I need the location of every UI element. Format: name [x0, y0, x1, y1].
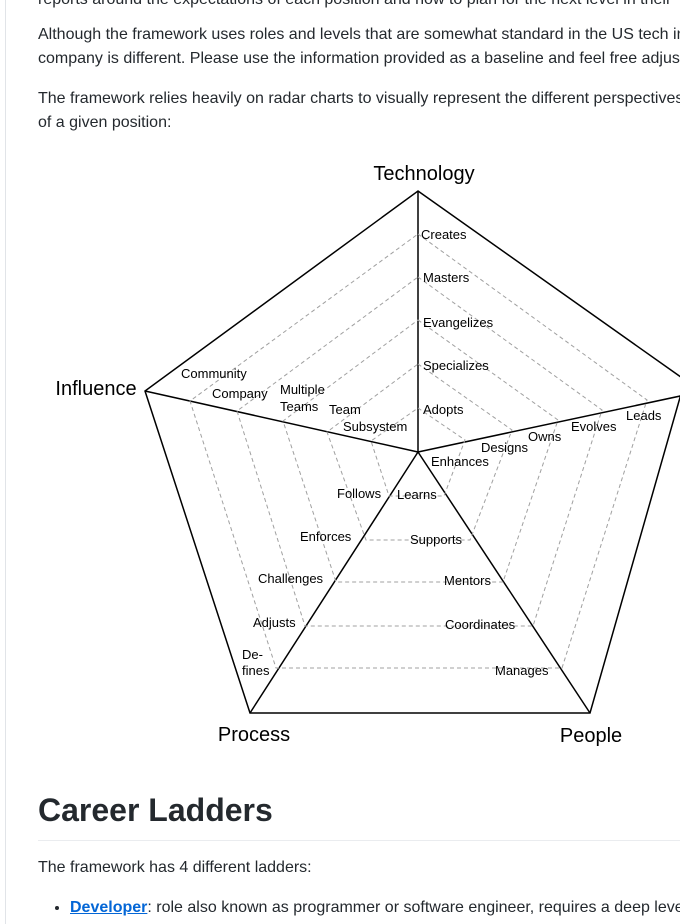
outer-pentagon [144, 190, 680, 714]
influence-level-multiple: Multiple [280, 382, 325, 397]
axis-title-people: People [560, 725, 622, 747]
level-ring-1 [370, 407, 466, 497]
influence-level-community: Community [181, 366, 247, 381]
developer-ladder-link[interactable]: Developer [70, 899, 148, 916]
people-level-mentors: Mentors [444, 573, 491, 588]
people-level-coordinates: Coordinates [445, 617, 516, 632]
axis-title-influence: Influence [55, 378, 136, 400]
level-rings [189, 233, 648, 669]
influence-level-teams: Teams [280, 399, 319, 414]
framework-note-paragraph: Although the framework uses roles and le… [38, 23, 680, 71]
tech-level-specializes: Specializes [423, 358, 489, 373]
ladders-intro-paragraph: The framework has 4 different ladders: [38, 859, 312, 876]
level-ring-2 [326, 363, 513, 541]
career-level-evolves: Evolves [571, 419, 617, 434]
influence-level-team: Team [329, 402, 361, 417]
influence-level-company: Company [212, 386, 268, 401]
people-level-manages: Manages [495, 663, 549, 678]
level-ring-3 [282, 319, 559, 583]
level-ring-4 [236, 276, 603, 627]
spoke-career [417, 395, 680, 453]
framework-note-line-1: Although the framework uses roles and le… [38, 26, 680, 43]
tech-level-evangelizes: Evangelizes [423, 315, 494, 330]
ladder-list: Developer: role also known as programmer… [38, 896, 680, 920]
career-level-designs: Designs [481, 440, 528, 455]
process-level-adjusts: Adjusts [253, 615, 296, 630]
career-level-enhances: Enhances [431, 454, 489, 469]
process-level-defines-line-2: fines [242, 663, 270, 678]
career-level-owns: Owns [528, 429, 562, 444]
spoke-people [417, 451, 591, 714]
developer-ladder-description: : role also known as programmer or softw… [147, 899, 680, 916]
radar-intro-line-1: The framework relies heavily on radar ch… [38, 90, 680, 107]
career-level-leads: Leads [626, 408, 662, 423]
people-level-supports: Supports [410, 532, 463, 547]
left-border [5, 0, 6, 924]
intro-paragraph-fragment: reports around the expectations of each … [38, 0, 671, 12]
tech-level-adopts: Adopts [423, 402, 464, 417]
framework-note-line-2: company is different. Please use the inf… [38, 50, 680, 67]
list-item: Developer: role also known as programmer… [70, 896, 680, 920]
process-level-defines-line-1: De- [242, 647, 263, 662]
tech-level-creates: Creates [421, 227, 467, 242]
radar-intro-line-2: of a given position: [38, 114, 172, 131]
people-level-learns: Learns [397, 487, 437, 502]
career-ladders-heading: Career Ladders [38, 792, 273, 828]
radar-intro-paragraph: The framework relies heavily on radar ch… [38, 87, 680, 135]
process-level-challenges: Challenges [258, 571, 324, 586]
career-radar-diagram: Technology Influence Process People Adop… [55, 163, 680, 747]
tech-level-masters: Masters [423, 270, 470, 285]
axis-title-technology: Technology [373, 163, 474, 185]
influence-level-subsystem: Subsystem [343, 419, 407, 434]
process-level-follows: Follows [337, 486, 382, 501]
level-ring-5 [189, 233, 648, 669]
process-level-enforces: Enforces [300, 529, 352, 544]
axis-title-process: Process [218, 724, 290, 746]
heading-divider [38, 840, 680, 841]
